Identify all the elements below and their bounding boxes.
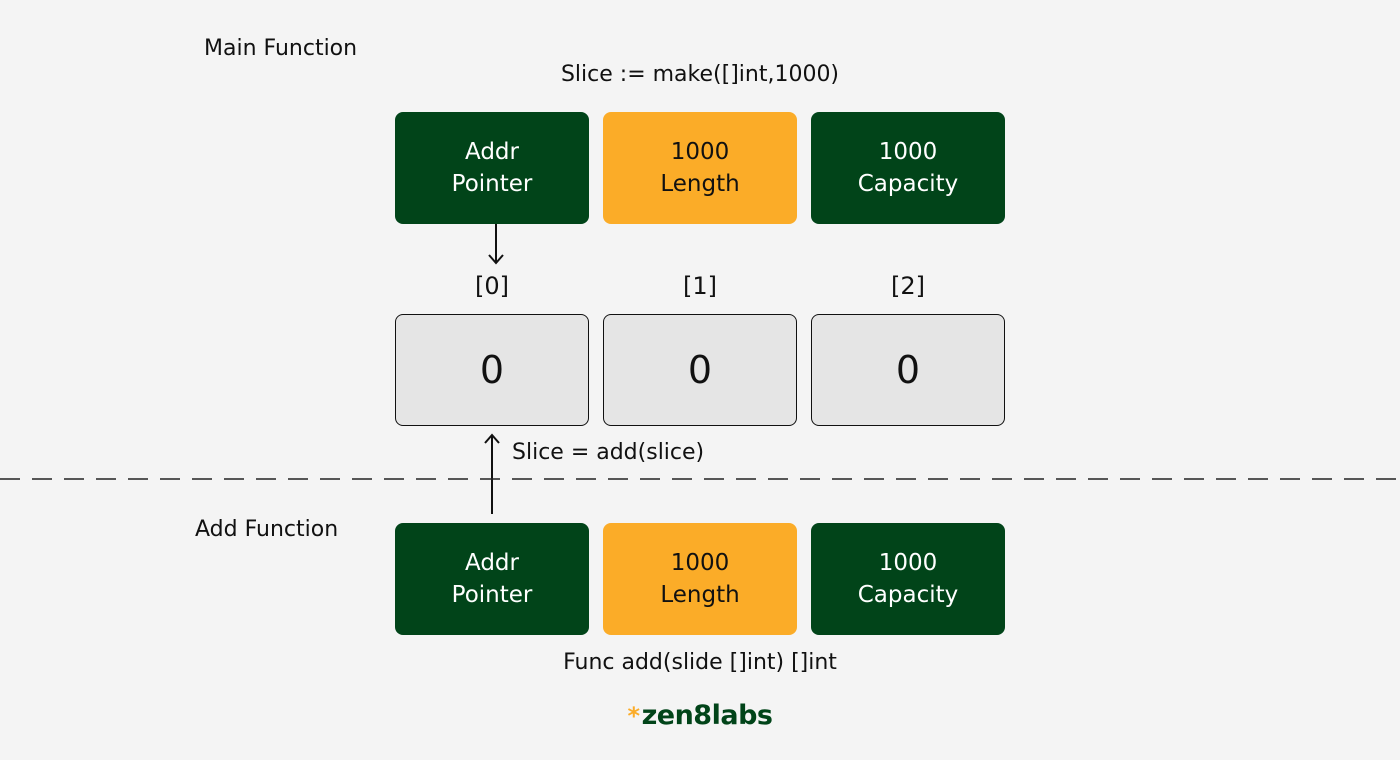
asterisk-logo-icon: *: [627, 701, 641, 730]
pointer-down-arrow: [488, 224, 504, 265]
index-label-1: [1]: [683, 272, 717, 300]
array-cell-0: 0: [395, 314, 589, 426]
return-up-arrow: [484, 433, 500, 514]
add-function-title: Add Function: [195, 517, 339, 542]
brand-name: zen8labs: [641, 700, 773, 731]
main-pointer-box: Addr Pointer: [395, 112, 589, 224]
add-pointer-box: Addr Pointer: [395, 523, 589, 635]
index-label-2: [2]: [891, 272, 925, 300]
add-pointer-line2: Pointer: [451, 582, 533, 608]
make-slice-declaration: Slice := make([]int,1000): [560, 62, 840, 87]
add-pointer-line1: Addr: [465, 550, 519, 576]
main-function-title: Main Function: [204, 36, 358, 61]
add-function-signature: Func add(slide []int) []int: [563, 650, 837, 675]
main-capacity-line1: 1000: [878, 139, 938, 165]
add-length-line2: Length: [660, 582, 740, 608]
zen8labs-logo: * zen8labs: [600, 700, 800, 731]
add-capacity-line2: Capacity: [857, 582, 959, 608]
add-capacity-line1: 1000: [878, 550, 938, 576]
index-label-0: [0]: [475, 272, 509, 300]
main-capacity-line2: Capacity: [857, 171, 959, 197]
add-capacity-box: 1000 Capacity: [811, 523, 1005, 635]
main-capacity-box: 1000 Capacity: [811, 112, 1005, 224]
main-length-line1: 1000: [670, 139, 730, 165]
main-pointer-line2: Pointer: [451, 171, 533, 197]
array-cell-2: 0: [811, 314, 1005, 426]
add-length-line1: 1000: [670, 550, 730, 576]
slice-assignment-text: Slice = add(slice): [512, 440, 705, 465]
main-length-line2: Length: [660, 171, 740, 197]
main-length-box: 1000 Length: [603, 112, 797, 224]
add-length-box: 1000 Length: [603, 523, 797, 635]
main-pointer-line1: Addr: [465, 139, 519, 165]
array-cell-1: 0: [603, 314, 797, 426]
